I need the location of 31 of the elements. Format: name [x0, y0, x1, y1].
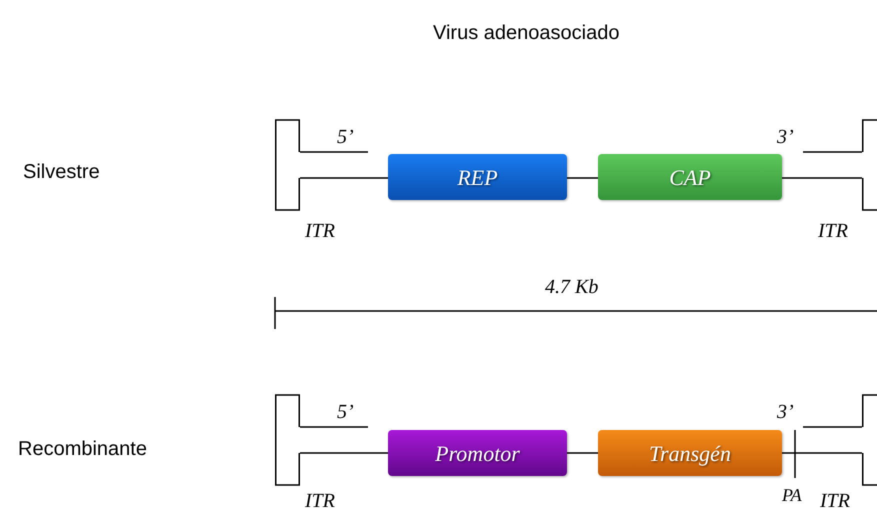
gene-label: Promotor — [435, 440, 520, 468]
row-label: Silvestre — [23, 160, 100, 185]
strand-end-label: 3’ — [777, 400, 794, 425]
connector-line — [567, 452, 598, 454]
polya-label: PA — [782, 484, 802, 507]
connector-line — [300, 177, 388, 179]
connector-line — [782, 177, 862, 179]
gene-label: REP — [457, 164, 498, 192]
gene-box — [598, 154, 782, 200]
gene-label: Transgén — [649, 440, 731, 468]
itr-bracket — [862, 395, 877, 485]
gene-label: CAP — [669, 164, 711, 192]
connector-line — [567, 177, 598, 179]
gene-box — [388, 430, 567, 476]
row-label: Recombinante — [18, 437, 147, 462]
itr-label: ITR — [818, 219, 848, 244]
itr-label: ITR — [820, 489, 850, 512]
itr-label: ITR — [305, 219, 335, 244]
diagram-title: Virus adenoasociado — [433, 21, 620, 46]
itr-bracket — [275, 395, 300, 485]
gene-box — [388, 154, 567, 200]
strand-end-label: 3’ — [777, 125, 794, 150]
strand-end-label: 5’ — [337, 400, 354, 425]
itr-bracket — [275, 120, 300, 210]
length-label: 4.7 Kb — [545, 275, 598, 300]
itr-bracket — [862, 120, 877, 210]
connector-line — [300, 452, 388, 454]
strand-end-label: 5’ — [337, 125, 354, 150]
gene-box — [598, 430, 782, 476]
itr-label: ITR — [305, 489, 335, 512]
connector-line — [782, 452, 862, 454]
